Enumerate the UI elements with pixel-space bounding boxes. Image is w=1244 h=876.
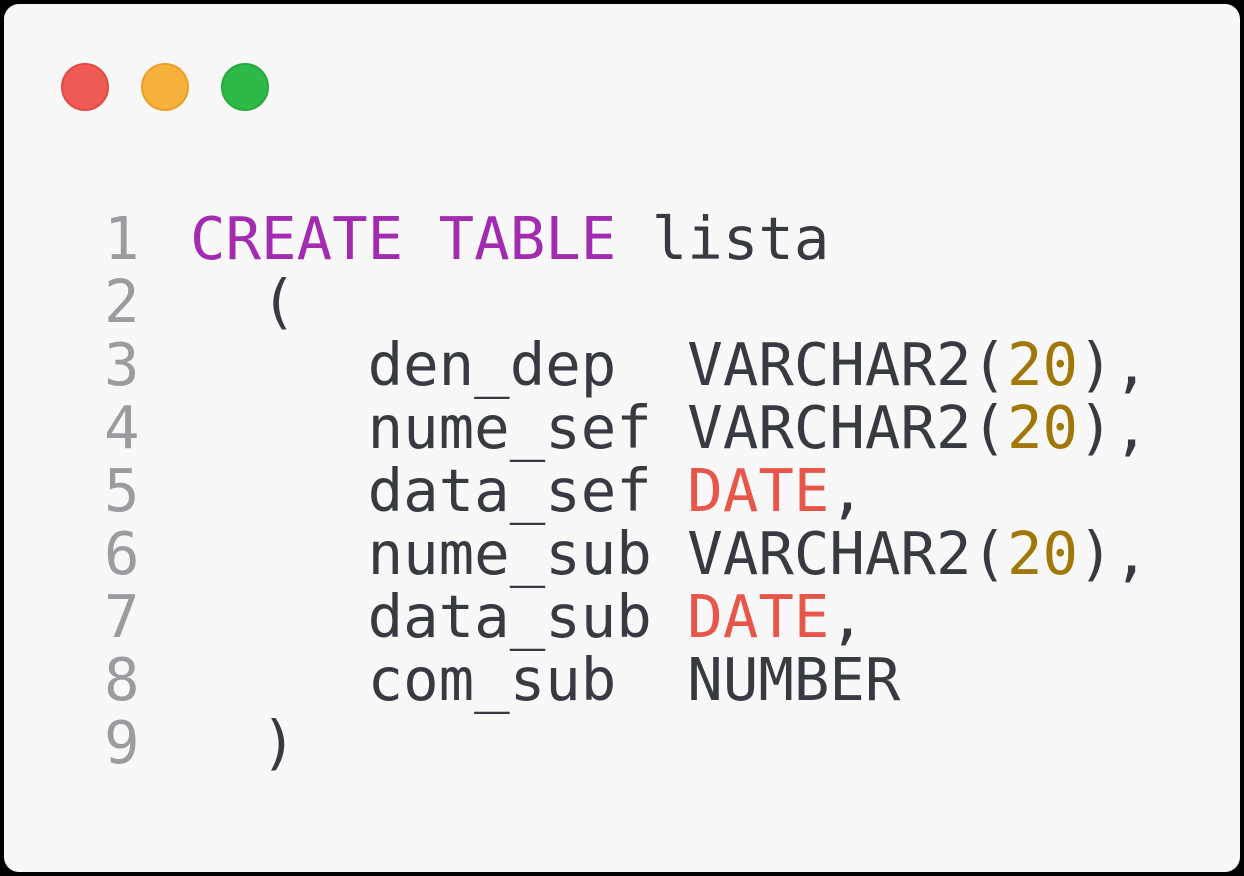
code-token-number: 20 <box>1006 519 1079 588</box>
line-number: 5 <box>104 456 140 525</box>
code-line: 7 data_sub DATE, <box>104 585 1149 648</box>
code-token-plain: lista <box>616 204 830 273</box>
code-line: 8 com_sub NUMBER <box>104 648 1149 711</box>
code-token-keyword: CREATE TABLE <box>190 204 617 273</box>
code-line: 4 nume_sef VARCHAR2(20), <box>104 396 1149 459</box>
line-number: 9 <box>104 708 140 777</box>
zoom-button[interactable] <box>221 63 269 111</box>
line-number: 1 <box>104 204 140 273</box>
code-token-datatype: DATE <box>687 582 830 651</box>
code-token-plain: data_sub <box>190 582 688 651</box>
code-token-plain: com_sub NUMBER <box>190 645 901 714</box>
code-token-plain: nume_sub VARCHAR2( <box>190 519 1007 588</box>
code-line: 6 nume_sub VARCHAR2(20), <box>104 522 1149 585</box>
line-number: 6 <box>104 519 140 588</box>
code-line: 5 data_sef DATE, <box>104 459 1149 522</box>
code-token-plain: data_sef <box>190 456 688 525</box>
code-token-plain: , <box>829 456 865 525</box>
code-token-plain: , <box>829 582 865 651</box>
code-line: 3 den_dep VARCHAR2(20), <box>104 333 1149 396</box>
code-token-number: 20 <box>1006 393 1079 462</box>
code-line: 1 CREATE TABLE lista <box>104 207 1149 270</box>
code-line: 2 ( <box>104 270 1149 333</box>
line-number: 2 <box>104 267 140 336</box>
code-token-plain: ), <box>1078 393 1150 462</box>
line-number: 3 <box>104 330 140 399</box>
minimize-button[interactable] <box>141 63 189 111</box>
code-token-plain: den_dep VARCHAR2( <box>190 330 1007 399</box>
code-token-datatype: DATE <box>687 456 830 525</box>
code-token-number: 20 <box>1006 330 1079 399</box>
code-token-plain: nume_sef VARCHAR2( <box>190 393 1007 462</box>
line-number: 4 <box>104 393 140 462</box>
line-number: 7 <box>104 582 140 651</box>
code-line: 9 ) <box>104 711 1149 774</box>
code-token-plain: ), <box>1078 330 1150 399</box>
code-token-plain: ( <box>190 267 297 336</box>
code-token-plain: ), <box>1078 519 1150 588</box>
window-controls <box>61 63 269 111</box>
code-token-plain: ) <box>190 708 297 777</box>
line-number: 8 <box>104 645 140 714</box>
close-button[interactable] <box>61 63 109 111</box>
